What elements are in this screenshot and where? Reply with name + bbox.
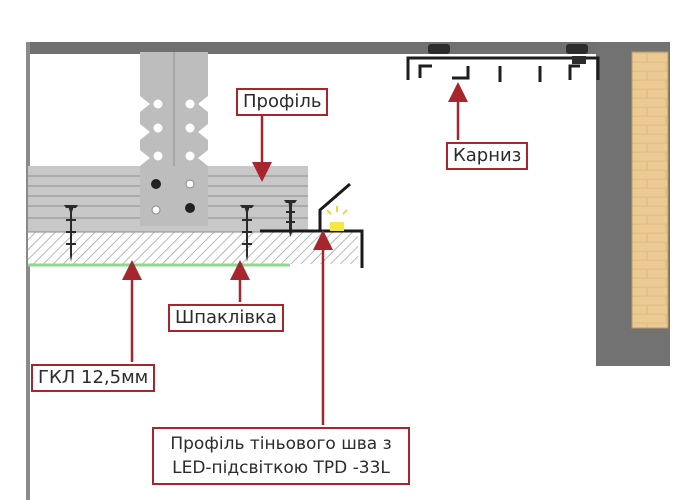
- label-drywall: ГКЛ 12,5мм: [31, 364, 156, 392]
- leader-lines: [122, 82, 468, 425]
- drywall-sheet: [28, 232, 358, 264]
- brick-wall: [632, 52, 668, 328]
- label-shadow-profile-line1: Профіль тіньового шва з: [170, 434, 392, 454]
- left-wall-edge: [26, 42, 30, 500]
- shadow-seam-profile: [260, 182, 364, 268]
- label-putty: Шпаклівка: [168, 304, 284, 332]
- label-profile: Профіль: [236, 88, 329, 116]
- label-shadow-profile: Профіль тіньового шва з LED-підсвіткою T…: [152, 427, 410, 485]
- label-shadow-profile-line2: LED-підсвіткою TPD -33L: [172, 458, 390, 478]
- screws: [64, 200, 297, 262]
- ceiling-slab: [26, 42, 670, 54]
- cornice-rail: [406, 44, 600, 82]
- label-cornice: Карниз: [446, 142, 529, 170]
